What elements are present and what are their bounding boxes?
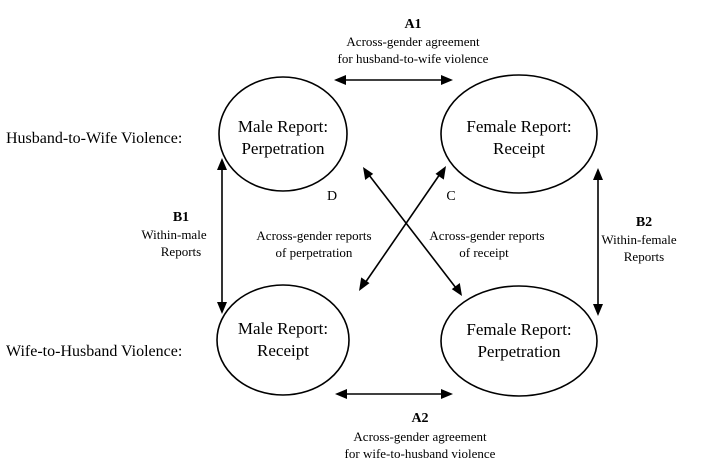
node-female-perpetration-ellipse — [440, 285, 598, 397]
node-female-perpetration-line2: Perpetration — [477, 342, 561, 361]
node-male-receipt-line1: Male Report: — [238, 319, 328, 338]
edge-c-text-line1: Across-gender reports — [429, 228, 544, 243]
edge-b1-text-line1: Within-male — [141, 227, 206, 242]
edge-d-letter: D — [327, 189, 337, 204]
edge-b2-title: B2 — [636, 215, 652, 230]
edge-a1-arrow-left — [334, 75, 346, 85]
node-female-receipt-line2: Receipt — [493, 139, 545, 158]
edge-d-arrow-end — [451, 283, 462, 296]
edge-c-arrow-start — [435, 166, 446, 180]
edge-a2-arrow-right — [441, 389, 453, 399]
node-male-receipt-ellipse — [216, 284, 350, 396]
node-female-perpetration: Female Report: Perpetration — [440, 285, 598, 397]
node-female-receipt-line1: Female Report: — [466, 117, 571, 136]
edge-a2-text-line1: Across-gender agreement — [353, 429, 487, 444]
edge-d-text-line1: Across-gender reports — [256, 228, 371, 243]
edge-b2-text-line2: Reports — [624, 249, 664, 264]
edge-a2-title: A2 — [411, 411, 428, 426]
node-male-perpetration-line1: Male Report: — [238, 117, 328, 136]
edge-a1-text-line2: for husband-to-wife violence — [338, 51, 489, 66]
edge-b1-arrow-top — [217, 158, 227, 170]
edge-b2-text-line1: Within-female — [601, 232, 677, 247]
node-male-receipt: Male Report: Receipt — [216, 284, 350, 396]
edge-b1-text-line2: Reports — [161, 244, 201, 259]
edge-c-line — [364, 173, 441, 284]
edge-b2-arrow-bottom — [593, 304, 603, 316]
node-male-perpetration: Male Report: Perpetration — [218, 76, 348, 192]
node-female-receipt-ellipse — [440, 74, 598, 194]
edge-b1-title: B1 — [173, 210, 189, 225]
edge-d-line — [368, 174, 457, 289]
node-female-perpetration-line1: Female Report: — [466, 320, 571, 339]
node-male-perpetration-line2: Perpetration — [241, 139, 325, 158]
row-label-husband-to-wife: Husband-to-Wife Violence: — [6, 130, 182, 147]
row-label-wife-to-husband: Wife-to-Husband Violence: — [6, 343, 182, 360]
edge-c-arrow-end — [359, 277, 370, 291]
edge-b1-arrow-bottom — [217, 302, 227, 314]
edge-a2-text-line2: for wife-to-husband violence — [345, 446, 496, 461]
node-male-perpetration-ellipse — [218, 76, 348, 192]
edge-b2-arrow-top — [593, 168, 603, 180]
edge-d-text-line2: of perpetration — [276, 245, 353, 260]
node-female-receipt: Female Report: Receipt — [440, 74, 598, 194]
edge-d-arrow-start — [363, 167, 374, 180]
edge-c-letter: C — [446, 189, 455, 204]
edge-a2-arrow-left — [335, 389, 347, 399]
node-male-receipt-line2: Receipt — [257, 341, 309, 360]
edge-a1-arrow-right — [441, 75, 453, 85]
edge-c-text-line2: of receipt — [459, 245, 509, 260]
edge-a1-text-line1: Across-gender agreement — [346, 34, 480, 49]
edge-a1-title: A1 — [404, 17, 421, 32]
